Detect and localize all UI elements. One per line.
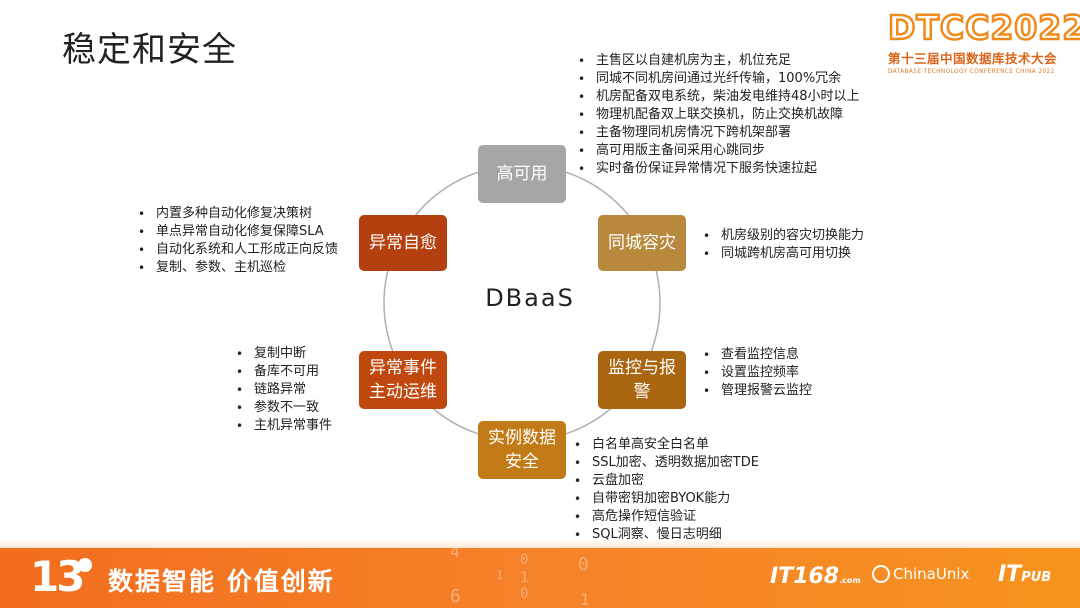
chinaunix-logo: ChinaUnix bbox=[872, 565, 969, 583]
node-monitor-alarm: 监控与报警 bbox=[598, 351, 686, 409]
bullet-item: 参数不一致 bbox=[234, 399, 332, 417]
bullet-item: 管理报警云监控 bbox=[701, 382, 812, 400]
bullet-item: 白名单高安全白名单 bbox=[572, 436, 759, 454]
node-high-availability: 高可用 bbox=[478, 145, 566, 203]
list-disaster-recovery: 机房级别的容灾切换能力同城跨机房高可用切换 bbox=[701, 227, 864, 263]
dtcc-logo: DTCC2022 第十三届中国数据库技术大会 DATABASE TECHNOLO… bbox=[887, 8, 1080, 75]
bullet-item: 物理机配备双上联交换机，防止交换机故障 bbox=[576, 106, 860, 124]
logo-main-text: DTCC2022 bbox=[887, 8, 1080, 47]
it168-logo: IT168.com bbox=[770, 564, 861, 589]
footer-digit: 6 bbox=[450, 586, 461, 607]
logo-subtitle: 第十三届中国数据库技术大会 bbox=[888, 51, 1058, 66]
bullet-item: 备库不可用 bbox=[234, 363, 332, 381]
bullet-item: 同城跨机房高可用切换 bbox=[701, 245, 864, 263]
bullet-item: 高危操作短信验证 bbox=[572, 508, 759, 526]
footer-fade bbox=[0, 540, 1080, 550]
it168-text: IT168 bbox=[770, 564, 840, 589]
bullet-item: 查看监控信息 bbox=[701, 346, 812, 364]
bullet-item: 云盘加密 bbox=[572, 472, 759, 490]
footer-digits-decoration: 4 0 1 0 6 1 0 1 bbox=[420, 548, 620, 608]
footer-banner: 13 数据智能 价值创新 4 0 1 0 6 1 0 1 IT168.com C… bbox=[0, 548, 1080, 608]
footer-digit: 4 bbox=[450, 548, 460, 561]
anniversary-number: 13 bbox=[30, 552, 85, 601]
page-title: 稳定和安全 bbox=[62, 30, 237, 70]
node-exception-event-ops: 异常事件主动运维 bbox=[359, 351, 447, 409]
footer-digit: 1 bbox=[496, 568, 504, 582]
bullet-item: SQL洞察、慢日志明细 bbox=[572, 526, 759, 544]
footer-digit: 0 bbox=[578, 554, 589, 575]
list-instance-data-security: 白名单高安全白名单SSL加密、透明数据加密TDE云盘加密自带密钥加密BYOK能力… bbox=[572, 436, 759, 544]
bullet-item: 实时备份保证异常情况下服务快速拉起 bbox=[576, 160, 860, 178]
bullet-item: 设置监控频率 bbox=[701, 364, 812, 382]
anniversary-badge-icon bbox=[78, 558, 92, 572]
itpub-it: IT bbox=[998, 562, 1022, 587]
bullet-item: 单点异常自动化修复保障SLA bbox=[136, 223, 338, 241]
list-monitor-alarm: 查看监控信息设置监控频率管理报警云监控 bbox=[701, 346, 812, 400]
bullet-item: 复制、参数、主机巡检 bbox=[136, 259, 338, 277]
it168-suffix: .com bbox=[839, 576, 861, 585]
bullet-item: 链路异常 bbox=[234, 381, 332, 399]
bullet-item: SSL加密、透明数据加密TDE bbox=[572, 454, 759, 472]
list-exception-event-ops: 复制中断备库不可用链路异常参数不一致主机异常事件 bbox=[234, 345, 332, 435]
logo-english: DATABASE TECHNOLOGY CONFERENCE CHINA 202… bbox=[888, 69, 1055, 75]
itpub-logo: ITPUB bbox=[998, 562, 1051, 587]
bullet-item: 同城不同机房间通过光纤传输，100%冗余 bbox=[576, 70, 860, 88]
node-disaster-recovery: 同城容灾 bbox=[598, 215, 686, 271]
chinaunix-text: ChinaUnix bbox=[893, 565, 970, 583]
center-label: DBaaS bbox=[485, 284, 575, 312]
bullet-item: 主备物理同机房情况下跨机架部署 bbox=[576, 124, 860, 142]
footer-digit: 1 bbox=[520, 570, 529, 586]
bullet-item: 机房级别的容灾切换能力 bbox=[701, 227, 864, 245]
footer-digit: 0 bbox=[520, 552, 529, 568]
footer-digit: 1 bbox=[580, 590, 590, 608]
bullet-item: 自动化系统和人工形成正向反馈 bbox=[136, 241, 338, 259]
footer-digit: 0 bbox=[520, 586, 529, 602]
bullet-item: 复制中断 bbox=[234, 345, 332, 363]
bullet-item: 高可用版主备间采用心跳同步 bbox=[576, 142, 860, 160]
chinaunix-circle-icon bbox=[872, 565, 890, 583]
list-high-availability: 主售区以自建机房为主，机位充足同城不同机房间通过光纤传输，100%冗余机房配备双… bbox=[576, 52, 860, 178]
bullet-item: 自带密钥加密BYOK能力 bbox=[572, 490, 759, 508]
footer-slogan: 数据智能 价值创新 bbox=[108, 567, 335, 596]
bullet-item: 主机异常事件 bbox=[234, 417, 332, 435]
bullet-item: 内置多种自动化修复决策树 bbox=[136, 205, 338, 223]
node-exception-self-heal: 异常自愈 bbox=[359, 215, 447, 271]
bullet-item: 主售区以自建机房为主，机位充足 bbox=[576, 52, 860, 70]
node-instance-data-security: 实例数据安全 bbox=[478, 421, 566, 479]
itpub-pub: PUB bbox=[1021, 570, 1052, 585]
bullet-item: 机房配备双电系统，柴油发电维持48小时以上 bbox=[576, 88, 860, 106]
list-exception-self-heal: 内置多种自动化修复决策树单点异常自动化修复保障SLA自动化系统和人工形成正向反馈… bbox=[136, 205, 338, 277]
